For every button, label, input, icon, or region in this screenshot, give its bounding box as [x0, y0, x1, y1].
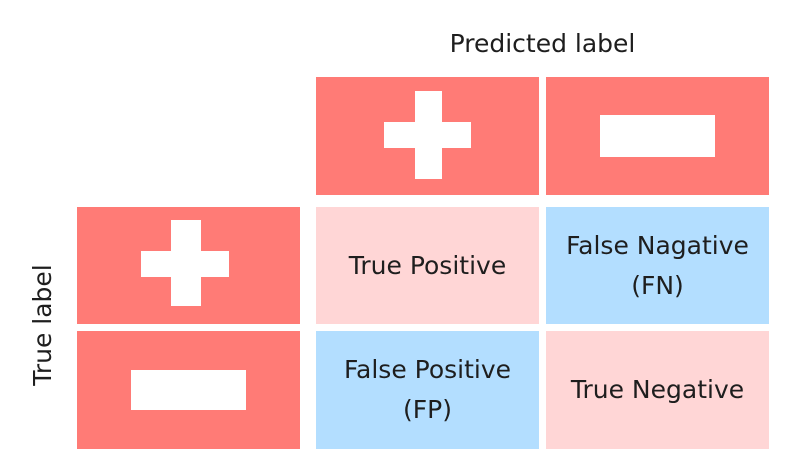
predicted-positive-header — [316, 77, 539, 195]
minus-icon — [600, 115, 715, 157]
minus-icon — [131, 370, 246, 410]
true-positive-cell: True Positive — [316, 207, 539, 324]
predicted-negative-header — [546, 77, 769, 195]
false-positive-cell: False Positive (FP) — [316, 331, 539, 449]
true-positive-text: True Positive — [348, 250, 507, 280]
true-negative-cell: True Negative — [546, 331, 769, 449]
predicted-axis-label: Predicted label — [449, 29, 636, 58]
false-positive-text: False Positive (FP) — [343, 355, 512, 424]
true-negative-text: True Negative — [570, 375, 745, 404]
true-negative-header — [77, 331, 300, 449]
true-axis-label: True label — [28, 264, 57, 386]
true-positive-header — [77, 207, 300, 324]
false-negative-cell: False Nagative (FN) — [546, 207, 769, 324]
false-negative-text: False Nagative (FN) — [566, 230, 749, 300]
